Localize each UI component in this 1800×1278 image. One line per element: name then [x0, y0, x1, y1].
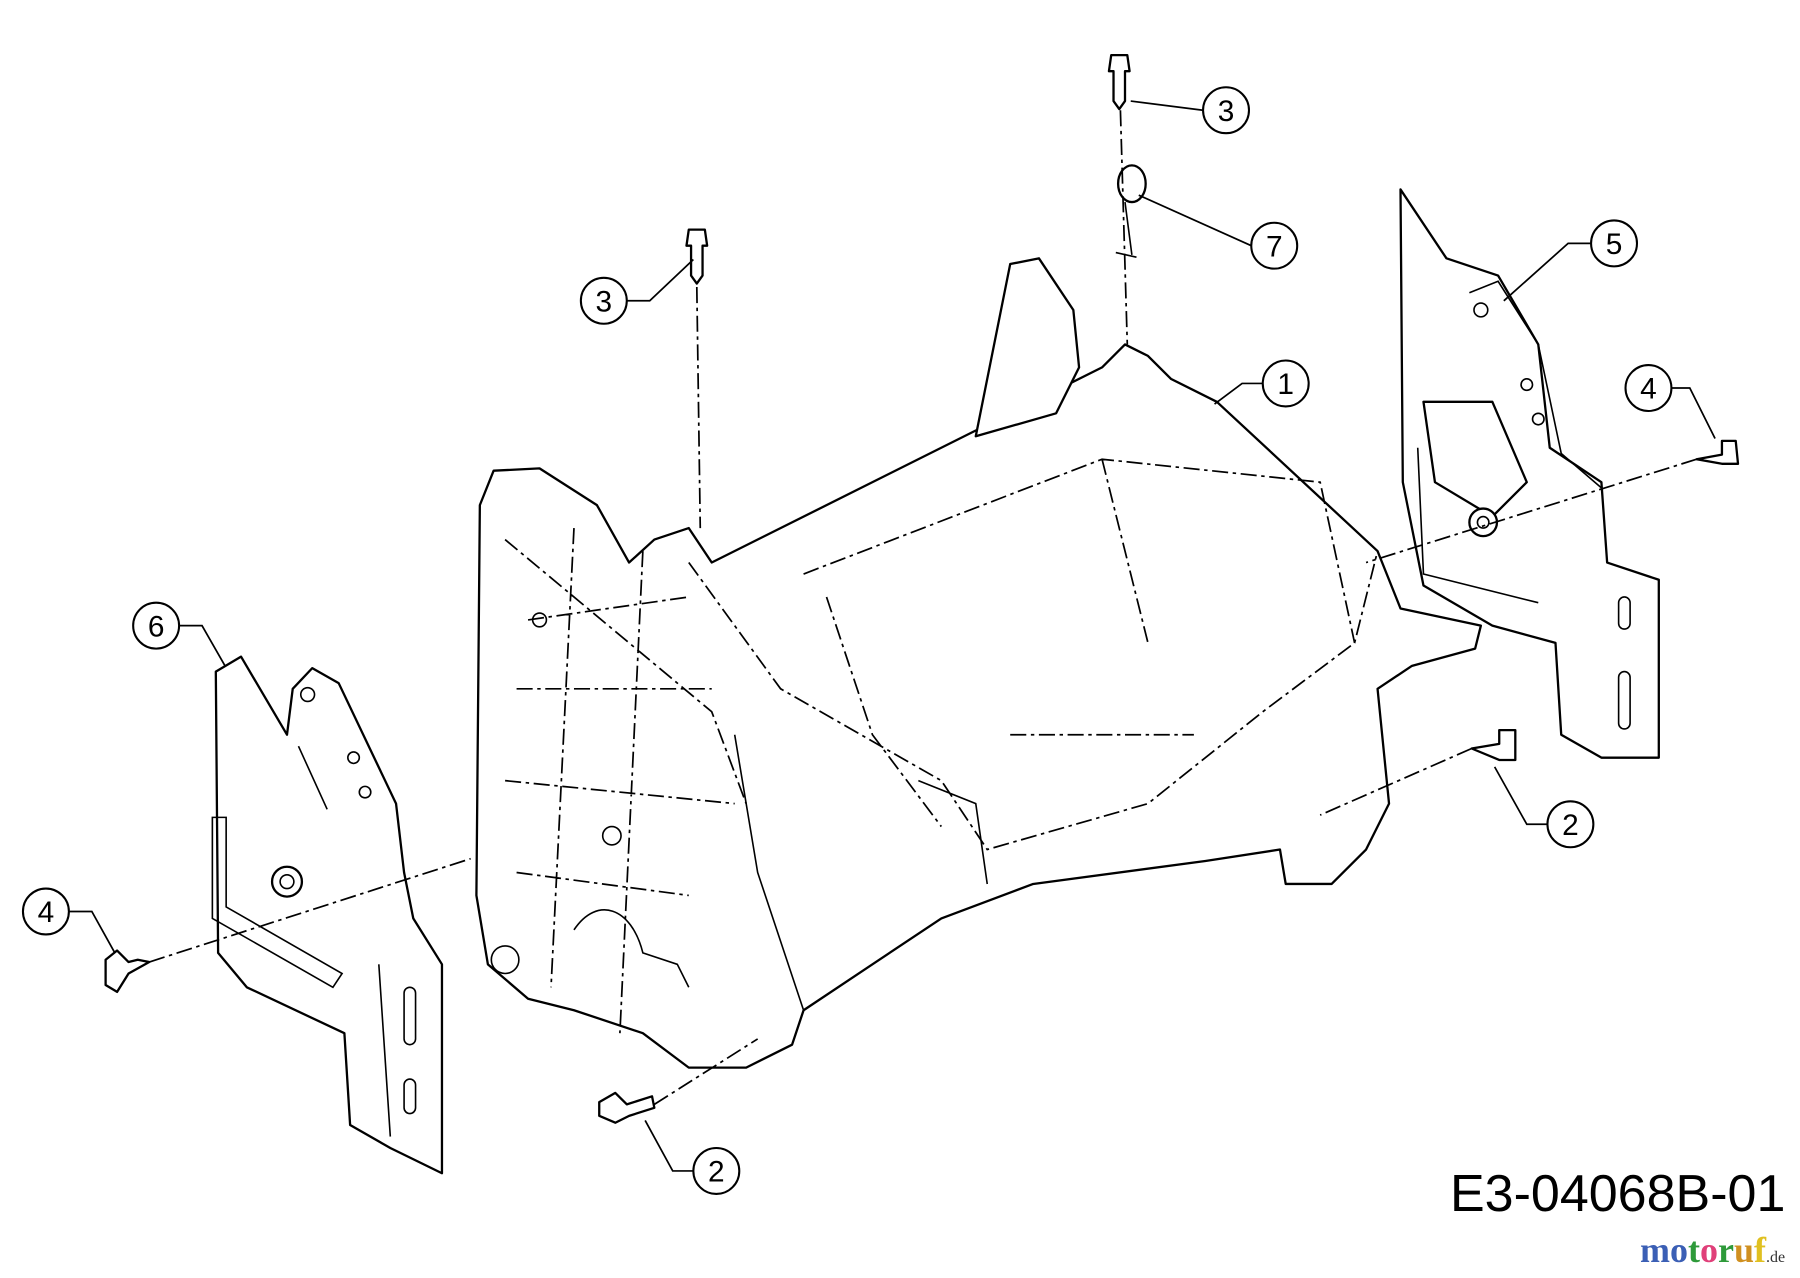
- callout-label: 4: [38, 896, 55, 929]
- callout-5: 5: [1590, 219, 1639, 268]
- bolt-4-right: [1695, 439, 1740, 465]
- watermark-letter: o: [1700, 1230, 1718, 1270]
- fasteners: [104, 53, 1740, 1124]
- callout-6: 6: [132, 601, 181, 650]
- bolt-2-bottom: [598, 1091, 656, 1124]
- watermark-letter: f: [1754, 1230, 1767, 1270]
- bolt-4-left: [104, 949, 151, 994]
- watermark-letter: u: [1733, 1230, 1755, 1270]
- callout-3-left: 3: [579, 276, 628, 325]
- bolt-3-left: [685, 228, 709, 285]
- watermark-letter: t: [1688, 1230, 1700, 1270]
- callout-label: 2: [708, 1156, 725, 1189]
- callout-1: 1: [1261, 359, 1310, 408]
- bolt-3-top: [1107, 53, 1131, 111]
- callout-2-right: 2: [1546, 800, 1595, 849]
- callout-3-top: 3: [1202, 86, 1251, 135]
- watermark-logo: motoruf.de: [1640, 1230, 1785, 1278]
- watermark-letter: r: [1718, 1230, 1734, 1270]
- callout-label: 6: [148, 610, 165, 643]
- callout-label: 2: [1562, 809, 1579, 842]
- leader-lines: [68, 100, 1716, 1172]
- callout-label: 3: [1218, 95, 1235, 128]
- watermark-suffix: .de: [1766, 1249, 1786, 1266]
- drawing-code: E3-04068B-01: [1450, 1165, 1786, 1223]
- callout-4-left: 4: [21, 887, 70, 936]
- callout-4-right: 4: [1624, 364, 1673, 413]
- watermark-letter: o: [1670, 1230, 1688, 1270]
- callout-label: 3: [596, 285, 613, 318]
- callout-label: 4: [1640, 373, 1657, 406]
- callout-label: 5: [1606, 228, 1623, 261]
- assembly-lines: [148, 110, 1697, 1106]
- part-housing: [475, 257, 1483, 1069]
- watermark-letter: m: [1640, 1230, 1670, 1270]
- part-side-plate-left: [211, 655, 444, 1175]
- part-side-plate-right: [1399, 188, 1660, 759]
- callout-label: 1: [1277, 368, 1294, 401]
- pin-7: [1116, 164, 1147, 204]
- callout-7: 7: [1250, 221, 1299, 270]
- callout-label: 7: [1266, 230, 1283, 263]
- bolt-2-right: [1470, 728, 1517, 762]
- callout-2-bottom: 2: [692, 1146, 741, 1195]
